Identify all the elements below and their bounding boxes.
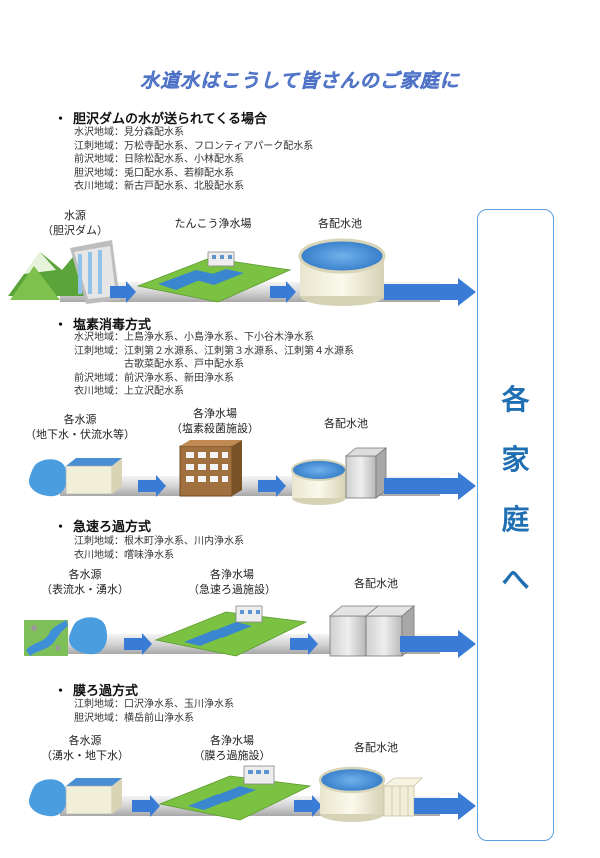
caption-source: 各水源 （地下水・伏流水等） (20, 412, 140, 442)
system-line: 前沢地域：前沢浄水系、新田浄水系 (74, 372, 234, 384)
caption-line: （急速ろ過施設） (188, 583, 276, 596)
flow-arrow (258, 475, 286, 497)
system-line: 江刺地域：江刺第２水源系、江刺第３水源系、江刺第４水源系 (74, 345, 354, 357)
flow-arrow (124, 633, 152, 655)
destination-char: 各 (501, 383, 530, 416)
section-chlorine-lines: 水沢地域：上島浄水系、小島浄水系、下小谷木浄水系 江刺地域：江刺第２水源系、江刺… (74, 331, 354, 399)
reservoir-tank-icon (318, 766, 386, 822)
destination-char: 家 (501, 443, 530, 476)
caption-line: 各水源 (68, 734, 102, 747)
flow-arrow (384, 278, 476, 306)
section-heading-dam-text: 胆沢ダムの水が送られてくる場合 (73, 112, 267, 127)
water-source-icon (68, 617, 108, 655)
section-heading-membrane: ・膜ろ過方式 (54, 684, 139, 699)
caption-line: 各配水池 (354, 577, 398, 590)
section-membrane-lines: 江刺地域：口沢浄水系、玉川浄水系 胆沢地域：横岳前山浄水系 (74, 698, 234, 725)
water-source-icon (28, 779, 68, 817)
river-scene-icon (24, 620, 68, 656)
caption-line: （湧水・地下水） (41, 749, 129, 762)
membrane-unit-icon (382, 777, 423, 817)
section-heading-membrane-text: 膜ろ過方式 (73, 684, 139, 699)
system-line: 水沢地域：上島浄水系、小島浄水系、下小谷木浄水系 (74, 332, 314, 343)
flow-arrow (110, 281, 136, 303)
system-line: 衣川地域：上立沢配水系 (74, 386, 184, 397)
caption-source: 水源 （胆沢ダム） (30, 208, 120, 238)
caption-line: （地下水・伏流水等） (25, 428, 135, 441)
caption-reservoir: 各配水池 (336, 576, 416, 591)
caption-line: 各浄水場 (210, 568, 254, 581)
caption-line: 各配水池 (318, 217, 362, 230)
caption-plant: 各浄水場 （膜ろ過施設） (177, 733, 287, 763)
caption-reservoir: 各配水池 (306, 416, 386, 431)
section-heading-rapid: ・急速ろ過方式 (54, 520, 152, 535)
caption-line: 各配水池 (324, 417, 368, 430)
reservoir-tank-icon (291, 459, 347, 505)
system-line: 水沢地域：見分森配水系 (74, 127, 184, 138)
caption-plant: 各浄水場 （急速ろ過施設） (177, 567, 287, 597)
caption-line: 各水源 (68, 568, 102, 581)
caption-line: （膜ろ過施設） (193, 749, 271, 762)
well-house-icon (65, 458, 122, 495)
caption-line: 各浄水場 (193, 407, 237, 420)
section-heading-chlorine-text: 塩素消毒方式 (73, 318, 152, 333)
flow-arrow (400, 630, 476, 658)
section-heading-rapid-text: 急速ろ過方式 (73, 520, 152, 535)
section-rapid-lines: 江刺地域：根木町浄水系、川内浄水系 衣川地域：嚐味浄水系 (74, 535, 244, 562)
dam-icon (70, 240, 120, 304)
flow-arrow (384, 472, 476, 500)
row-chlorine (28, 440, 476, 505)
page-title: 水道水はこうして皆さんのご家庭に (140, 70, 460, 92)
system-line: 前沢地域：日除松配水系、小林配水系 (74, 154, 244, 165)
row-rapid-filtration (24, 605, 476, 658)
flow-arrow (132, 795, 160, 817)
flow-arrow (294, 795, 322, 817)
caption-plant: 各浄水場 （塩素殺菌施設） (160, 406, 270, 436)
destination-char: へ (501, 563, 530, 596)
section-heading-dam: ・胆沢ダムの水が送られてくる場合 (54, 112, 267, 127)
row-membrane-filtration (28, 765, 476, 822)
system-line: 胆沢地域：兎口配水系、若柳配水系 (74, 167, 234, 179)
system-line: 胆沢地域：横岳前山浄水系 (74, 712, 194, 724)
caption-line: （表流水・湧水） (41, 583, 129, 596)
system-line: 江刺地域：万松寺配水系、フロンティアパーク配水系 (74, 140, 314, 152)
destination-box: 各 家 庭 へ (477, 209, 554, 841)
row-dam (8, 238, 476, 306)
caption-plant: たんこう浄水場 (158, 216, 268, 231)
flow-arrow (414, 792, 476, 820)
caption-line: たんこう浄水場 (174, 217, 252, 230)
caption-source: 各水源 （表流水・湧水） (30, 567, 140, 597)
destination-char: 庭 (501, 503, 530, 536)
system-line: 江刺地域：口沢浄水系、玉川浄水系 (74, 699, 234, 710)
destination-label: 各 家 庭 へ (478, 370, 553, 610)
caption-line: 水源 (64, 209, 86, 222)
caption-reservoir: 各配水池 (336, 740, 416, 755)
caption-line: 各浄水場 (210, 734, 254, 747)
caption-line: 各水源 (63, 413, 97, 426)
water-source-icon (28, 459, 68, 497)
treatment-plant-icon (154, 605, 308, 657)
caption-source: 各水源 （湧水・地下水） (30, 733, 140, 763)
caption-line: （塩素殺菌施設） (171, 422, 259, 435)
system-line: 江刺地域：根木町浄水系、川内浄水系 (74, 536, 244, 547)
chlorination-building-icon (179, 440, 242, 497)
treatment-plant-icon (158, 765, 312, 821)
system-line: 衣川地域：嚐味浄水系 (74, 549, 174, 561)
system-line: 衣川地域：新古戸配水系、北股配水系 (74, 181, 244, 192)
flow-arrow (270, 281, 296, 303)
section-heading-chlorine: ・塩素消毒方式 (54, 318, 152, 333)
system-line: 古歌菜配水系、戸中配水系 (74, 359, 244, 370)
well-house-icon (65, 778, 122, 815)
flow-arrow (138, 475, 166, 497)
caption-reservoir: 各配水池 (300, 216, 380, 231)
caption-line: （胆沢ダム） (42, 224, 108, 237)
distribution-building-icon (344, 447, 388, 499)
treatment-plant-icon (136, 251, 292, 303)
reservoir-tank-icon (298, 238, 386, 306)
section-dam-lines: 水沢地域：見分森配水系 江刺地域：万松寺配水系、フロンティアパーク配水系 前沢地… (74, 126, 313, 194)
flow-arrow (290, 633, 318, 655)
caption-line: 各配水池 (354, 741, 398, 754)
